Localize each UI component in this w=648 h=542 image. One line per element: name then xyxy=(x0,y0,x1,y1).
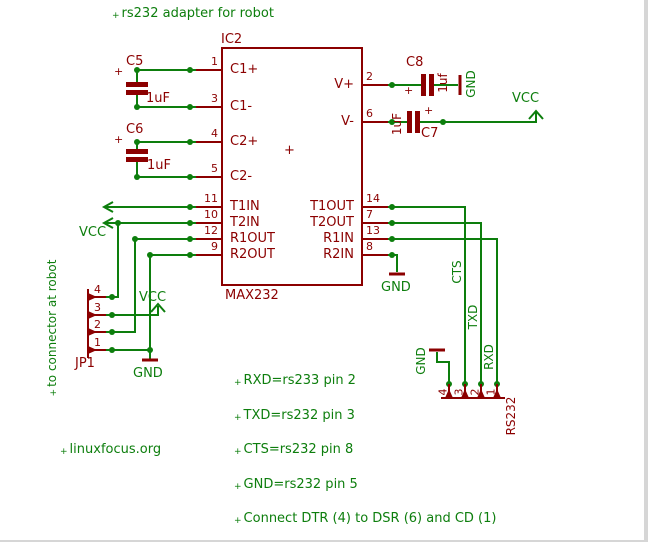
rs232-pin-number: 4 xyxy=(436,388,450,396)
ic-right-pin-label: T2OUT xyxy=(310,215,354,230)
gnd-symbol-icons xyxy=(142,75,462,362)
note-text: Connect DTR (4) to DSR (6) and CD (1) xyxy=(243,511,497,526)
note-line: + TXD=rs232 pin 3 xyxy=(234,408,355,423)
note-line: + RXD=rs233 pin 2 xyxy=(234,373,356,388)
note-text: RXD=rs233 pin 2 xyxy=(243,373,356,388)
jp1-note: + to connector at robot xyxy=(45,259,59,397)
cap-plus-mark: + xyxy=(404,84,414,97)
ic-pin-number: 13 xyxy=(366,224,380,237)
ic-right-pin-label: R2IN xyxy=(323,247,354,262)
gnd-label: GND xyxy=(414,347,428,375)
cap-plus-mark: + xyxy=(424,104,434,117)
ic-right-pin-label: V+ xyxy=(334,77,354,92)
ic-outline xyxy=(221,47,363,286)
right-border-strip xyxy=(644,0,648,542)
text-origin-cross: + xyxy=(49,388,59,397)
gnd-label: GND xyxy=(464,70,478,98)
ic-left-pin-label: T1IN xyxy=(230,199,260,214)
text-origin-cross: + xyxy=(60,447,68,457)
text-origin-cross: + xyxy=(234,413,242,423)
rs232-pin-number: 2 xyxy=(468,388,482,396)
bottom-border-strip xyxy=(0,540,648,542)
ic-pin-stubs xyxy=(196,69,388,256)
ic-right-pin-label: V- xyxy=(341,114,354,129)
ic-pin-number: 5 xyxy=(211,162,218,175)
note-line: + Connect DTR (4) to DSR (6) and CD (1) xyxy=(234,511,497,526)
ic-left-pin-label: R1OUT xyxy=(230,231,275,246)
note-line: + GND=rs232 pin 5 xyxy=(234,477,358,492)
ic-left-pin-label: C2- xyxy=(230,169,253,184)
jp1-pin-number: 4 xyxy=(94,283,101,296)
cap-ref-label: C6 xyxy=(126,122,144,137)
schematic-title-text: rs232 adapter for robot xyxy=(121,6,274,21)
ic-left-pin-label: R2OUT xyxy=(230,247,275,262)
ic-pin-number: 4 xyxy=(211,127,218,140)
text-origin-cross: + xyxy=(234,447,242,457)
ic-pin-number: 14 xyxy=(366,192,380,205)
cap-ref-label: C5 xyxy=(126,54,144,69)
ic-ref-label: IC2 xyxy=(221,32,243,47)
net-arrow-icons xyxy=(101,109,544,313)
ic-left-pin-label: C1- xyxy=(230,99,253,114)
cap-plus-mark: + xyxy=(114,65,124,78)
note-text: GND=rs232 pin 5 xyxy=(243,477,358,492)
jp1-ref-label: JP1 xyxy=(75,356,95,371)
ic-pin-number: 12 xyxy=(204,224,218,237)
ic-pin-number: 2 xyxy=(366,70,373,83)
ic-pin-number: 10 xyxy=(204,208,218,221)
text-origin-cross: + xyxy=(234,482,242,492)
net-label-txd: TXD xyxy=(466,304,480,330)
jp1-connector-symbol xyxy=(87,289,106,358)
ic-right-pin-label: R1IN xyxy=(323,231,354,246)
footer-credit: + linuxfocus.org xyxy=(60,442,162,457)
cap-value-label: 1uF xyxy=(146,91,170,106)
gnd-label: GND xyxy=(133,366,163,381)
ic-pin-number: 3 xyxy=(211,92,218,105)
ic-left-pin-label: C2+ xyxy=(230,134,259,149)
net-label-rxd: RXD xyxy=(482,344,496,370)
footer-credit-text: linuxfocus.org xyxy=(69,442,162,457)
cap-value-label: 1uF xyxy=(390,112,404,136)
jp1-pin-number: 3 xyxy=(94,301,101,314)
ic-pin-number: 11 xyxy=(204,192,218,205)
note-text: TXD=rs232 pin 3 xyxy=(243,408,355,423)
jp1-pin-number: 1 xyxy=(94,336,101,349)
ic-pin-number: 1 xyxy=(211,55,218,68)
schematic-title: + rs232 adapter for robot xyxy=(112,6,274,21)
jp1-pin-number: 2 xyxy=(94,318,101,331)
cap-plus-mark: + xyxy=(114,133,124,146)
jp1-note-text: to connector at robot xyxy=(45,259,59,387)
vcc-label: VCC xyxy=(79,225,107,240)
text-origin-cross: + xyxy=(112,11,120,21)
cap-value-label: 1uF xyxy=(147,158,171,173)
cap-ref-label: C8 xyxy=(406,55,424,70)
net-label-cts: CTS xyxy=(450,260,464,284)
ic-part-label: MAX232 xyxy=(225,288,279,303)
ic-pin-number: 9 xyxy=(211,240,218,253)
ic-left-pin-label: T2IN xyxy=(230,215,260,230)
cap-value-label: 1uf xyxy=(436,73,450,93)
text-origin-cross: + xyxy=(234,516,242,526)
vcc-label: VCC xyxy=(139,290,167,305)
ic-pin-number: 7 xyxy=(366,208,373,221)
capacitor-plate-icons xyxy=(126,74,434,162)
vcc-label: VCC xyxy=(512,91,540,106)
ic-pin-number: 8 xyxy=(366,240,373,253)
rs232-pin-number: 3 xyxy=(452,388,466,396)
note-text: CTS=rs232 pin 8 xyxy=(243,442,354,457)
rs232-connector-symbol xyxy=(441,384,505,399)
ic-left-pin-label: C1+ xyxy=(230,62,259,77)
ic-polarity-mark: + xyxy=(284,143,295,158)
cap-ref-label: C7 xyxy=(421,126,439,141)
gnd-label: GND xyxy=(381,280,411,295)
ic-pin-number: 6 xyxy=(366,107,373,120)
rs232-ref-label: RS232 xyxy=(504,396,518,436)
rs232-pin-number: 1 xyxy=(484,388,498,396)
ic-right-pin-label: T1OUT xyxy=(310,199,354,214)
note-line: + CTS=rs232 pin 8 xyxy=(234,442,354,457)
text-origin-cross: + xyxy=(234,378,242,388)
